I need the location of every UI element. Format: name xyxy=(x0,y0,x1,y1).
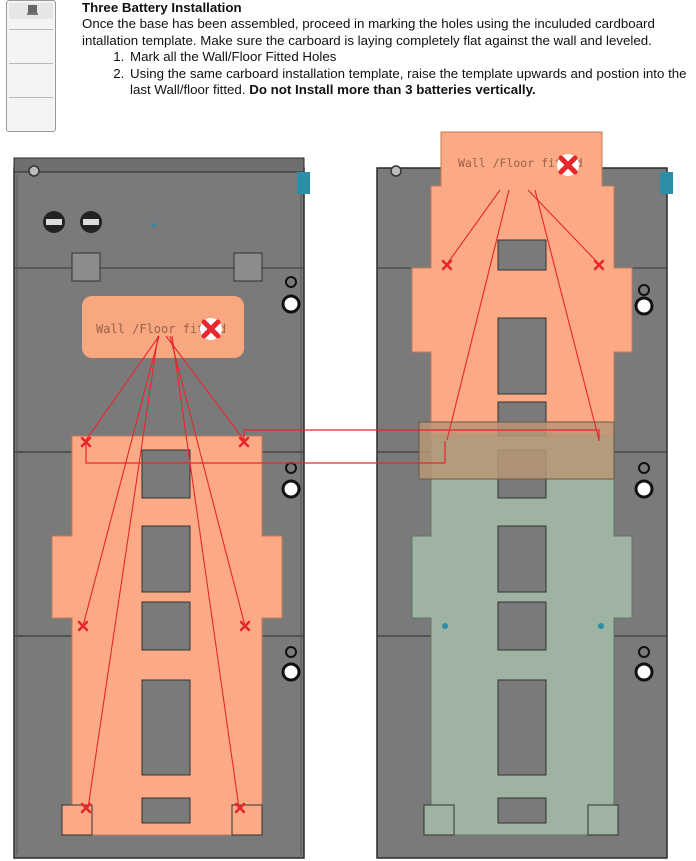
right-pointer-lines xyxy=(446,189,600,441)
right-green-template xyxy=(411,435,633,836)
step-text: Using the same carboard installation tem… xyxy=(130,65,687,98)
left-callout: Wall /Floor fitted xyxy=(82,296,244,358)
instructions: Three Battery Installation Once the base… xyxy=(82,0,692,98)
right-raised-template: Wall /Floor fitted xyxy=(411,131,633,480)
battery-thumbnail xyxy=(6,0,56,132)
red-x-mark-icon xyxy=(557,154,579,176)
intro-paragraph: Once the base has been assembled, procee… xyxy=(82,16,655,48)
step-text: Mark all the Wall/Floor Fitted Holes xyxy=(130,49,337,65)
step-2: Using the same carboard installation tem… xyxy=(128,66,692,99)
section-heading: Three Battery Installation xyxy=(82,0,242,15)
callout-label-left: Wall /Floor fitted xyxy=(96,322,226,336)
steps-list: Mark all the Wall/Floor Fitted Holes Usi… xyxy=(82,49,692,98)
display-icon xyxy=(28,5,37,13)
red-x-mark-icon xyxy=(200,318,222,340)
left-cardboard-template xyxy=(51,435,283,836)
left-pointer-lines xyxy=(82,335,246,809)
step-1: Mark all the Wall/Floor Fitted Holes xyxy=(128,49,692,65)
callout-label-right: Wall /Floor fitted xyxy=(458,156,583,170)
connector-lines xyxy=(85,429,600,464)
warning-text: Do not Install more than 3 batteries ver… xyxy=(249,82,536,98)
